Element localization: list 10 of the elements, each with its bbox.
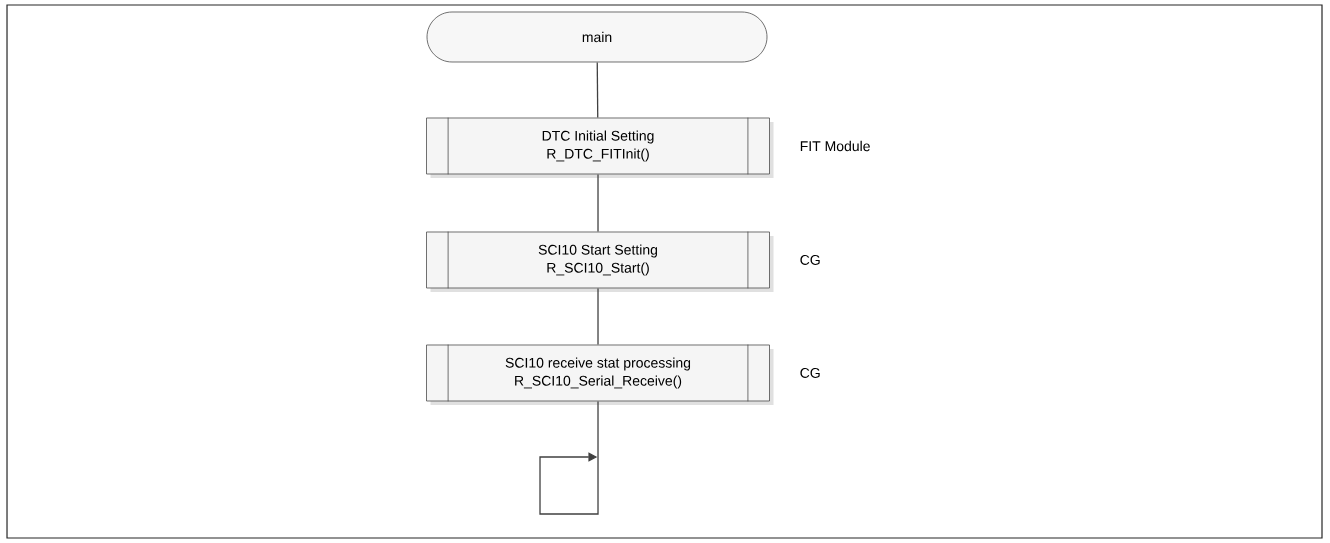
process-box: DTC Initial Setting R_DTC_FITInit() — [426, 117, 774, 178]
side-label: FIT Module — [800, 140, 870, 152]
process-box: SCI10 Start Setting R_SCI10_Start() — [426, 231, 774, 292]
connector — [596, 61, 599, 119]
side-label: CG — [800, 255, 820, 265]
connector — [539, 400, 599, 515]
process-box: SCI10 receive stat processing R_SCI10_Serial_Receive() — [426, 344, 774, 405]
connector — [597, 173, 599, 233]
connector — [597, 287, 599, 346]
side-label: CG — [800, 368, 820, 378]
